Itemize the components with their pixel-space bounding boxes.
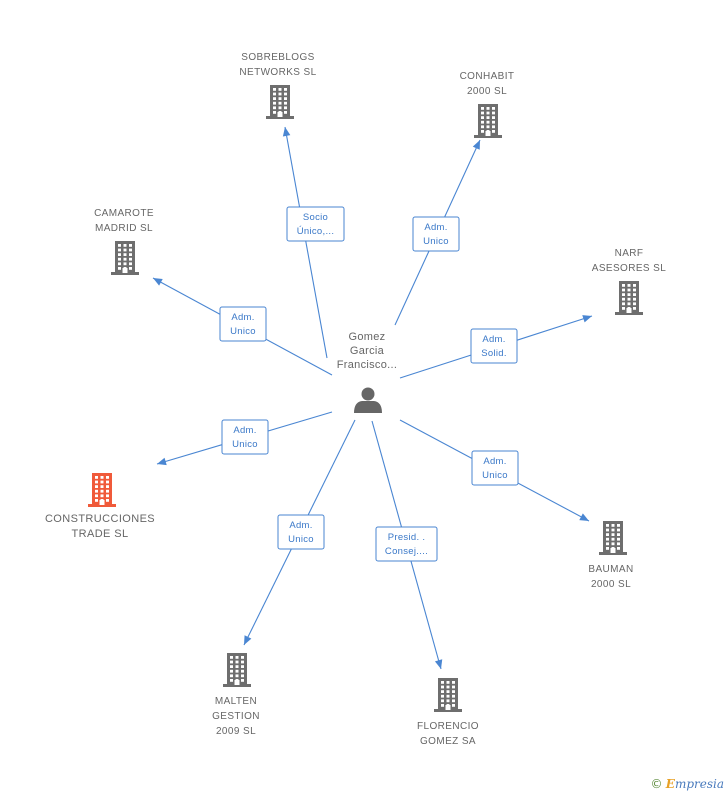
company-node-construcciones[interactable]: CONSTRUCCIONES TRADE SL <box>45 473 155 540</box>
relation-box <box>219 306 267 342</box>
person-node[interactable]: GomezGarciaFrancisco... <box>337 331 397 413</box>
relation-label-narf[interactable]: Adm. Solid. <box>470 328 518 364</box>
arrow-head-icon <box>434 659 443 669</box>
company-label: MALTEN <box>215 696 257 707</box>
company-label: FLORENCIO <box>417 721 479 732</box>
company-node-camarote[interactable]: CAMAROTE MADRID SL <box>94 208 154 275</box>
company-node-conhabit[interactable]: CONHABIT 2000 SL <box>460 71 515 138</box>
building-icon <box>599 521 627 555</box>
relation-label-camarote[interactable]: Adm. Unico <box>219 306 267 342</box>
relation-box <box>412 216 460 252</box>
relation-text: Adm. <box>289 520 312 531</box>
person-icon <box>354 387 382 413</box>
relation-box <box>375 526 438 562</box>
company-node-bauman[interactable]: BAUMAN 2000 SL <box>588 521 633 590</box>
relation-text: Adm. <box>483 456 506 467</box>
relation-text: Unico <box>230 326 256 337</box>
company-label: SOBREBLOGS <box>241 52 314 63</box>
person-label: Gomez <box>349 331 386 343</box>
relation-text: Único,... <box>297 226 335 237</box>
company-label: NARF <box>615 248 644 259</box>
relation-label-florencio[interactable]: Presid. . Consej.... <box>375 526 438 562</box>
company-label: CAMAROTE <box>94 208 154 219</box>
building-icon <box>474 104 502 138</box>
company-label: MADRID SL <box>95 223 153 234</box>
company-node-sobreblogs[interactable]: SOBREBLOGS NETWORKS SL <box>239 52 316 119</box>
company-node-narf[interactable]: NARF ASESORES SL <box>592 248 666 315</box>
relation-box <box>470 328 518 364</box>
company-label: CONHABIT <box>460 71 515 82</box>
arrow-head-icon <box>157 457 167 466</box>
building-icon <box>266 85 294 119</box>
company-label: 2000 SL <box>467 86 507 97</box>
building-icon <box>615 281 643 315</box>
arrow-head-icon <box>153 278 163 286</box>
relation-text: Unico <box>232 439 258 450</box>
relation-label-bauman[interactable]: Adm. Unico <box>471 450 519 486</box>
building-icon <box>111 241 139 275</box>
company-label: 2009 SL <box>216 726 256 737</box>
company-label: NETWORKS SL <box>239 67 316 78</box>
arrow-head-icon <box>244 635 252 645</box>
arrow-head-icon <box>472 140 480 150</box>
relation-box <box>221 419 269 455</box>
relation-text: Solid. <box>481 348 507 359</box>
building-icon <box>88 473 116 507</box>
relation-text: Presid. . <box>388 532 426 543</box>
relation-text: Unico <box>288 534 314 545</box>
brand-initial: E <box>665 777 675 791</box>
arrow-head-icon <box>579 513 589 521</box>
company-label: GOMEZ SA <box>420 736 476 747</box>
relation-text: Adm. <box>482 334 505 345</box>
relation-box <box>286 206 345 242</box>
relation-label-construcciones[interactable]: Adm. Unico <box>221 419 269 455</box>
company-label: GESTION <box>212 711 260 722</box>
person-label: Francisco... <box>337 359 397 371</box>
building-icon <box>223 653 251 687</box>
company-label: ASESORES SL <box>592 263 666 274</box>
relation-label-sobreblogs[interactable]: SocioÚnico,... <box>286 206 345 242</box>
copyright-symbol: © <box>650 777 663 791</box>
company-label: BAUMAN <box>588 564 633 575</box>
company-label: CONSTRUCCIONES <box>45 513 155 525</box>
relation-label-conhabit[interactable]: Adm. Unico <box>412 216 460 252</box>
arrow-head-icon <box>582 315 592 323</box>
arrow-head-icon <box>282 127 291 137</box>
company-node-malten[interactable]: MALTEN GESTION 2009 SL <box>212 653 260 737</box>
company-node-florencio[interactable]: FLORENCIO GOMEZ SA <box>417 678 479 747</box>
relation-text: Adm. <box>424 222 447 233</box>
relation-text: Adm. <box>233 425 256 436</box>
company-label: TRADE SL <box>72 528 129 540</box>
relation-box <box>471 450 519 486</box>
relation-text: Unico <box>423 236 449 247</box>
relation-text: Socio <box>303 212 328 223</box>
edge-sobreblogs <box>282 126 328 359</box>
building-icon <box>434 678 462 712</box>
relation-text: Consej.... <box>385 546 428 557</box>
footer-brand: © Empresia <box>650 777 724 791</box>
relation-text: Unico <box>482 470 508 481</box>
edge-line <box>284 126 328 359</box>
brand-name: mpresia <box>674 777 724 791</box>
person-label: Garcia <box>350 345 385 357</box>
relation-label-malten[interactable]: Adm. Unico <box>277 514 325 550</box>
company-label: 2000 SL <box>591 579 631 590</box>
relation-box <box>277 514 325 550</box>
relation-text: Adm. <box>231 312 254 323</box>
